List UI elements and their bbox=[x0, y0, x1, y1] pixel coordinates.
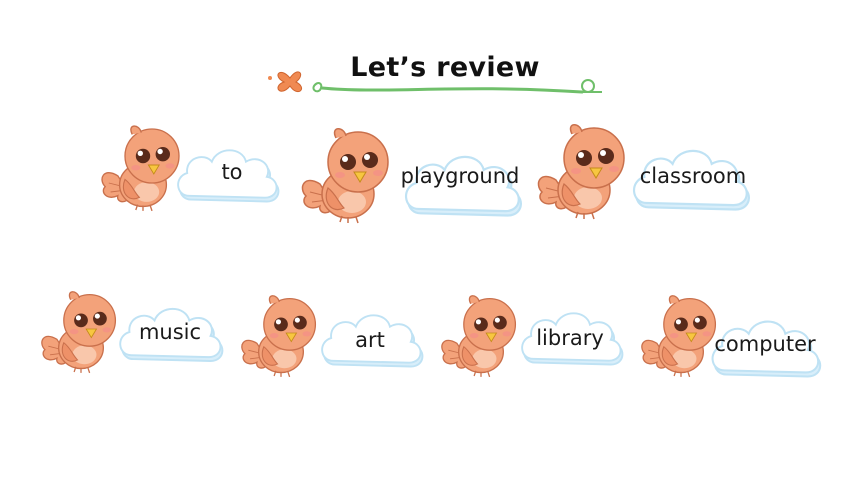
word-label: music bbox=[138, 320, 202, 344]
word-label: computer bbox=[714, 332, 816, 356]
bird-icon bbox=[537, 123, 625, 220]
bird-icon bbox=[301, 127, 389, 224]
word-label: art bbox=[355, 328, 385, 352]
bird-icon bbox=[441, 295, 517, 378]
vine-icon bbox=[312, 82, 584, 94]
page-title: Let’s review bbox=[350, 52, 540, 83]
word-label: classroom bbox=[639, 164, 747, 188]
snail-icon bbox=[580, 79, 602, 93]
word-label: library bbox=[536, 326, 604, 350]
bird-icon bbox=[241, 295, 317, 378]
word-label: to bbox=[221, 160, 243, 184]
word-label: playground bbox=[400, 164, 520, 188]
title-decoration bbox=[268, 71, 602, 94]
bird-icon bbox=[41, 291, 117, 374]
butterfly-icon bbox=[268, 71, 302, 93]
